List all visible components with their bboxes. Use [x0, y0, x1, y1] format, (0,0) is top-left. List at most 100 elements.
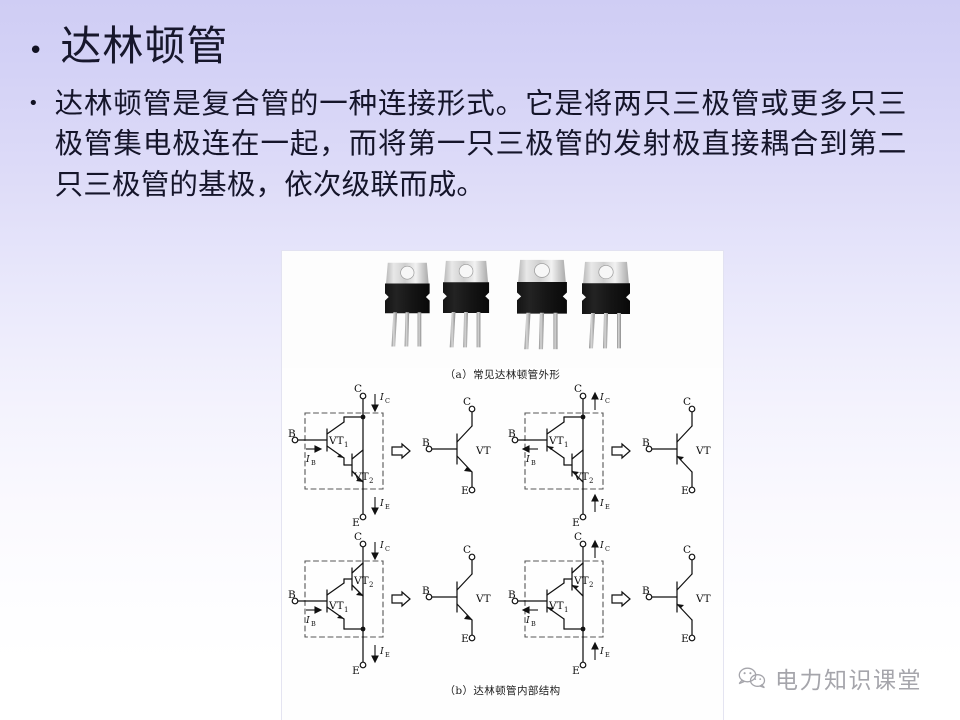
svg-text:VT: VT [353, 575, 369, 587]
svg-text:C: C [574, 384, 582, 395]
svg-text:C: C [605, 397, 610, 405]
svg-text:E: E [605, 651, 610, 659]
wechat-icon [738, 667, 766, 689]
figure-caption-a: （a）常见达林顿管外形 [444, 369, 561, 381]
equivalent-transistor [430, 411, 473, 488]
equivalence-arrow [391, 442, 411, 460]
svg-text:I: I [599, 646, 604, 657]
page-title: 达林顿管 [60, 22, 229, 70]
emitter-arrow [547, 446, 554, 450]
svg-text:C: C [354, 384, 362, 395]
svg-text:VT: VT [548, 600, 564, 612]
svg-text:VT: VT [328, 600, 344, 612]
body-paragraph: 达林顿管是复合管的一种连接形式。它是将两只三极管或更多只三极管集电极连在一起，而… [54, 87, 907, 201]
svg-text:I: I [379, 498, 384, 509]
svg-text:B: B [422, 585, 430, 597]
bullet-dot-icon: • [28, 36, 44, 66]
svg-text:B: B [422, 437, 430, 449]
svg-text:E: E [605, 503, 610, 511]
svg-text:C: C [385, 397, 390, 405]
svg-text:E: E [352, 665, 360, 677]
svg-text:E: E [681, 633, 689, 645]
bullet-dot-icon: • [28, 93, 39, 114]
watermark-label: 电力知识课堂 [775, 668, 922, 694]
photo-strip [282, 251, 723, 368]
watermark: 电力知识课堂 [737, 661, 922, 695]
equivalence-arrow [611, 442, 631, 460]
emitter-arrow [356, 478, 363, 482]
svg-text:VT: VT [695, 445, 711, 457]
svg-text:VT: VT [695, 593, 711, 605]
equivalence-arrow [391, 590, 411, 608]
svg-text:B: B [311, 459, 316, 467]
svg-text:C: C [385, 545, 390, 553]
figure-panel: （a）常见达林顿管外形 [282, 251, 723, 720]
emitter-arrow [547, 607, 554, 611]
svg-text:E: E [385, 651, 390, 659]
svg-text:B: B [642, 585, 650, 597]
svg-text:E: E [352, 517, 360, 529]
svg-text:I: I [525, 615, 530, 626]
svg-text:2: 2 [369, 477, 373, 485]
svg-text:VT: VT [353, 471, 369, 483]
equivalence-arrow [611, 590, 631, 608]
equivalent-transistor [650, 559, 693, 636]
svg-text:C: C [683, 396, 691, 408]
svg-text:I: I [599, 498, 604, 509]
svg-text:C: C [354, 532, 362, 543]
figure-caption-b: （b）达林顿管内部结构 [444, 685, 561, 697]
svg-text:B: B [508, 589, 516, 601]
svg-text:2: 2 [369, 581, 373, 589]
body-bullet-row: • 达林顿管是复合管的一种连接形式。它是将两只三极管或更多只三极管集电极连在一起… [28, 84, 938, 205]
svg-text:VT: VT [548, 435, 564, 447]
svg-text:I: I [305, 454, 310, 465]
svg-text:E: E [681, 485, 689, 497]
svg-text:I: I [379, 392, 384, 403]
svg-text:E: E [461, 633, 469, 645]
svg-text:E: E [385, 503, 390, 511]
emitter-arrow [356, 592, 363, 596]
svg-text:C: C [463, 396, 471, 408]
svg-text:I: I [525, 454, 530, 465]
svg-text:C: C [574, 532, 582, 543]
svg-text:E: E [461, 485, 469, 497]
svg-text:I: I [379, 646, 384, 657]
svg-text:B: B [288, 589, 296, 601]
svg-text:B: B [311, 620, 316, 628]
svg-text:B: B [531, 459, 536, 467]
svg-text:VT: VT [573, 471, 589, 483]
svg-text:1: 1 [344, 441, 348, 449]
svg-text:1: 1 [564, 441, 568, 449]
transistor-photos [282, 251, 723, 368]
svg-text:I: I [379, 540, 384, 551]
svg-text:VT: VT [475, 445, 491, 457]
equivalent-transistor [430, 559, 473, 636]
svg-text:B: B [531, 620, 536, 628]
svg-text:2: 2 [589, 477, 593, 485]
svg-text:C: C [463, 544, 471, 556]
title-bullet-row: • 达林顿管 [28, 22, 928, 70]
svg-text:C: C [605, 545, 610, 553]
svg-text:1: 1 [344, 606, 348, 614]
svg-text:VT: VT [475, 593, 491, 605]
svg-text:VT: VT [573, 575, 589, 587]
svg-text:B: B [288, 428, 296, 440]
svg-text:E: E [572, 517, 580, 529]
svg-text:I: I [305, 615, 310, 626]
svg-text:C: C [683, 544, 691, 556]
svg-text:E: E [572, 665, 580, 677]
svg-text:B: B [508, 428, 516, 440]
svg-text:VT: VT [328, 435, 344, 447]
svg-text:B: B [642, 437, 650, 449]
emitter-arrow [572, 585, 579, 589]
svg-text:I: I [599, 540, 604, 551]
emitter-arrow [337, 615, 344, 619]
emitter-arrow [572, 471, 579, 475]
svg-text:2: 2 [589, 581, 593, 589]
